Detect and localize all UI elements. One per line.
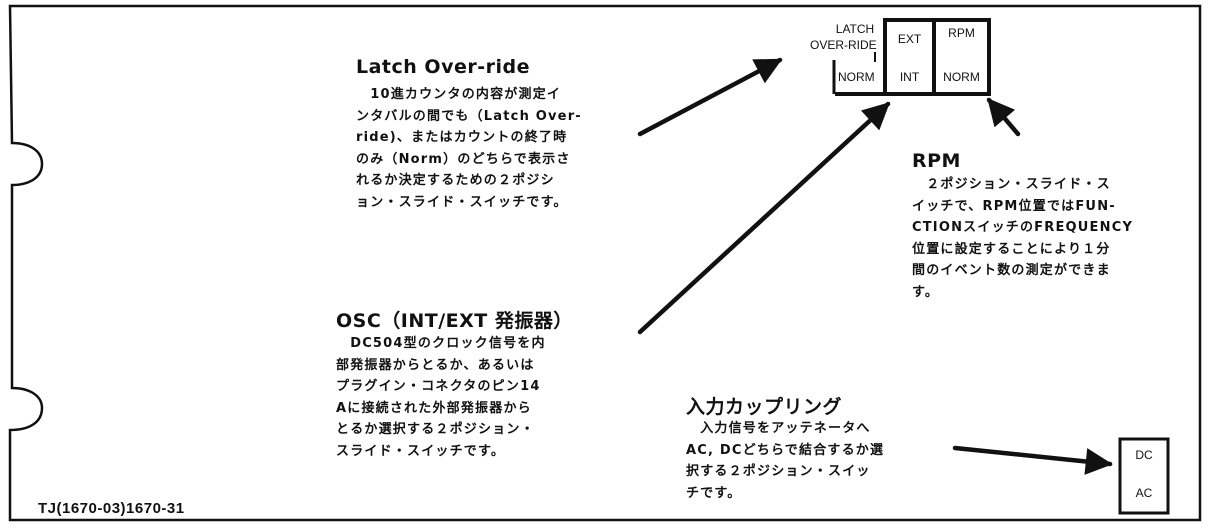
latch-arrow	[637, 57, 783, 137]
latch-override-title: Latch Over-ride	[356, 56, 530, 78]
rpm-description: ２ポジション・スライド・ス イッチで、RPM位置ではFUN- CTIONスイッチ…	[912, 177, 1134, 300]
rpm-switch-label-norm: NORM	[943, 70, 980, 84]
osc-description: DC504型のクロック信号を内 部発振器からとるか、あるいは プラグイン・コネク…	[336, 336, 546, 459]
page-border	[8, 4, 1202, 522]
latch-switch-label-norm: NORM	[838, 70, 875, 84]
arrows	[637, 57, 1113, 475]
switch-panel	[832, 18, 991, 96]
ext-switch-label-top: EXT	[897, 32, 922, 46]
rpm-title: RPM	[912, 150, 961, 172]
latch-switch-label-override: OVER-RIDE	[810, 38, 877, 52]
coupling-switch-label-dc: DC	[1135, 448, 1153, 462]
coupling-arrow	[952, 445, 1113, 475]
input-coupling-title: 入力カップリング	[686, 396, 843, 418]
latch-switch-label-top: LATCH	[835, 22, 875, 36]
osc-arrow	[637, 101, 891, 335]
latch-override-description: 10進カウンタの内容が測定イ ンタバルの間でも（Latch Over- ride…	[356, 87, 582, 210]
coupling-switch-label-ac: AC	[1135, 486, 1153, 500]
input-coupling-description: 入力信号をアッテネータへ AC, DCどちらで結合するか選 択する２ポジション・…	[686, 421, 885, 501]
rpm-switch-label-top: RPM	[948, 26, 975, 40]
figure-caption: TJ(1670-03)1670-31	[38, 500, 185, 517]
coupling-switch-box	[1118, 437, 1170, 515]
osc-title: OSC（INT/EXT 発振器）	[336, 310, 573, 332]
rpm-arrow	[986, 97, 1021, 137]
int-switch-label-bottom: INT	[899, 70, 920, 84]
